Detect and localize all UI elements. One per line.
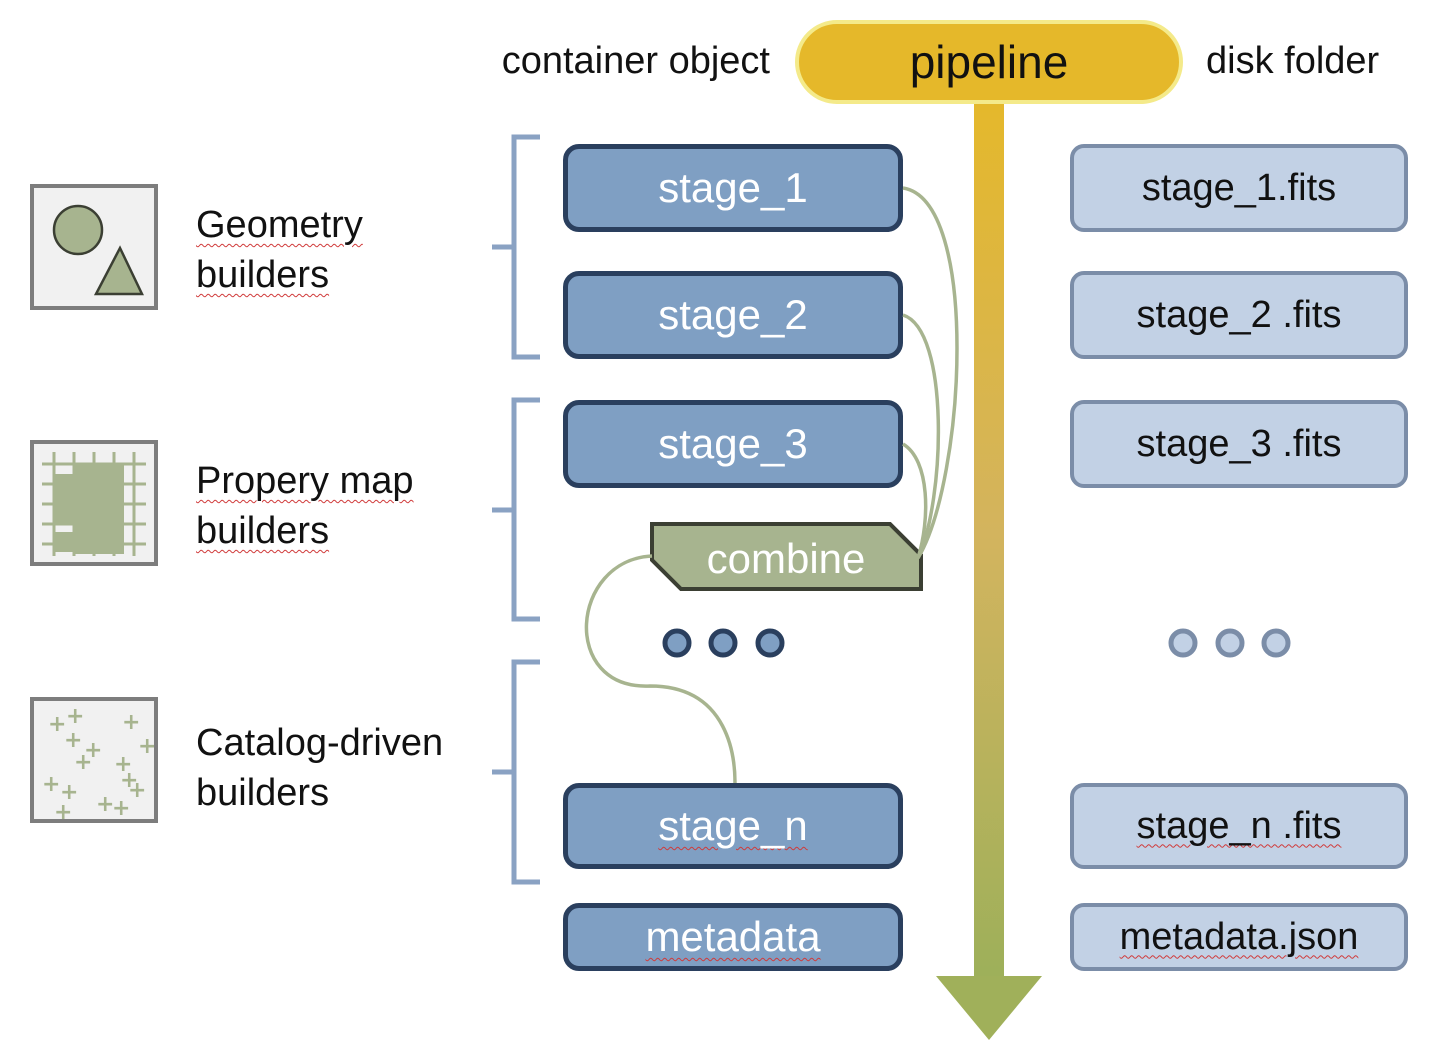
file-stage-n-label: stage_n .fits <box>1136 804 1342 847</box>
container-object-label: container object <box>501 40 770 82</box>
bracket-geometry <box>492 134 540 360</box>
geometry-line1: Geometry <box>196 204 363 246</box>
stage-n-label: stage_n <box>658 802 808 849</box>
stage-1-box: stage_1 <box>563 144 903 232</box>
stage-1-label: stage_1 <box>658 164 808 211</box>
file-stage-3: stage_3 .fits <box>1070 400 1408 488</box>
property-map-icon-box <box>30 440 158 566</box>
svg-text:+: + <box>42 772 60 797</box>
file-ellipsis <box>1168 628 1291 658</box>
catalog-line2: builders <box>196 772 330 814</box>
svg-text:+: + <box>128 778 146 803</box>
stage-3-box: stage_3 <box>563 400 903 488</box>
svg-text:+: + <box>74 750 92 775</box>
stage-2-label: stage_2 <box>658 291 808 338</box>
svg-text:+: + <box>114 752 132 777</box>
catalog-icon-box: +++ +++ +++ +++ +++ <box>30 697 158 825</box>
pipeline-arrowhead <box>936 976 1042 1040</box>
file-stage-1: stage_1.fits <box>1070 144 1408 232</box>
file-stage-3-label: stage_3 .fits <box>1136 422 1342 465</box>
svg-text:+: + <box>120 768 138 793</box>
stage-3-label: stage_3 <box>658 420 808 467</box>
catalog-line1: Catalog-driven <box>196 722 444 764</box>
connector-stage1-combine <box>902 186 959 559</box>
geometry-icon-box <box>30 184 158 310</box>
file-metadata: metadata.json <box>1070 903 1408 971</box>
property-map-line2: builders <box>196 510 330 552</box>
catalog-group-label: Catalog-driven builders <box>196 718 443 818</box>
grid-map-icon <box>42 452 146 556</box>
svg-text:+: + <box>60 780 78 805</box>
combine-label: combine <box>706 535 866 582</box>
file-stage-2-label: stage_2 .fits <box>1136 293 1342 336</box>
bracket-property-map <box>492 397 540 622</box>
shapes-icon <box>52 204 144 296</box>
bracket-catalog <box>492 659 540 885</box>
stage-ellipsis <box>662 628 785 658</box>
file-metadata-label: metadata.json <box>1119 915 1359 958</box>
svg-text:+: + <box>48 712 66 737</box>
property-map-group-label: Propery map builders <box>196 456 414 556</box>
file-stage-2: stage_2 .fits <box>1070 271 1408 359</box>
combine-shape <box>650 522 923 591</box>
svg-text:+: + <box>54 800 72 819</box>
svg-text:+: + <box>138 734 154 759</box>
property-map-line1: Propery map <box>196 460 414 502</box>
svg-text:+: + <box>112 796 130 819</box>
file-stage-n: stage_n .fits <box>1070 783 1408 869</box>
stage-2-box: stage_2 <box>563 271 903 359</box>
pipeline-title-text: pipeline <box>909 36 1069 88</box>
file-stage-1-label: stage_1.fits <box>1141 166 1337 209</box>
svg-text:+: + <box>66 704 84 729</box>
connector-combine-stagen <box>584 554 737 784</box>
geometry-line2: builders <box>196 254 330 296</box>
stage-n-box: stage_n <box>563 783 903 869</box>
scatter-plus-icon: +++ +++ +++ +++ +++ <box>42 704 156 825</box>
pipeline-shaft <box>974 90 1004 980</box>
pipeline-title: pipeline <box>795 20 1183 104</box>
metadata-box: metadata <box>563 903 903 971</box>
metadata-label: metadata <box>645 913 821 960</box>
geometry-group-label: Geometry builders <box>196 200 363 300</box>
svg-text:+: + <box>96 792 114 817</box>
connector-stage3-combine <box>901 442 928 559</box>
connector-stage2-combine <box>902 313 941 559</box>
disk-folder-label: disk folder <box>1206 40 1380 82</box>
svg-text:+: + <box>122 710 140 735</box>
svg-text:+: + <box>64 728 82 753</box>
svg-text:+: + <box>84 738 102 763</box>
